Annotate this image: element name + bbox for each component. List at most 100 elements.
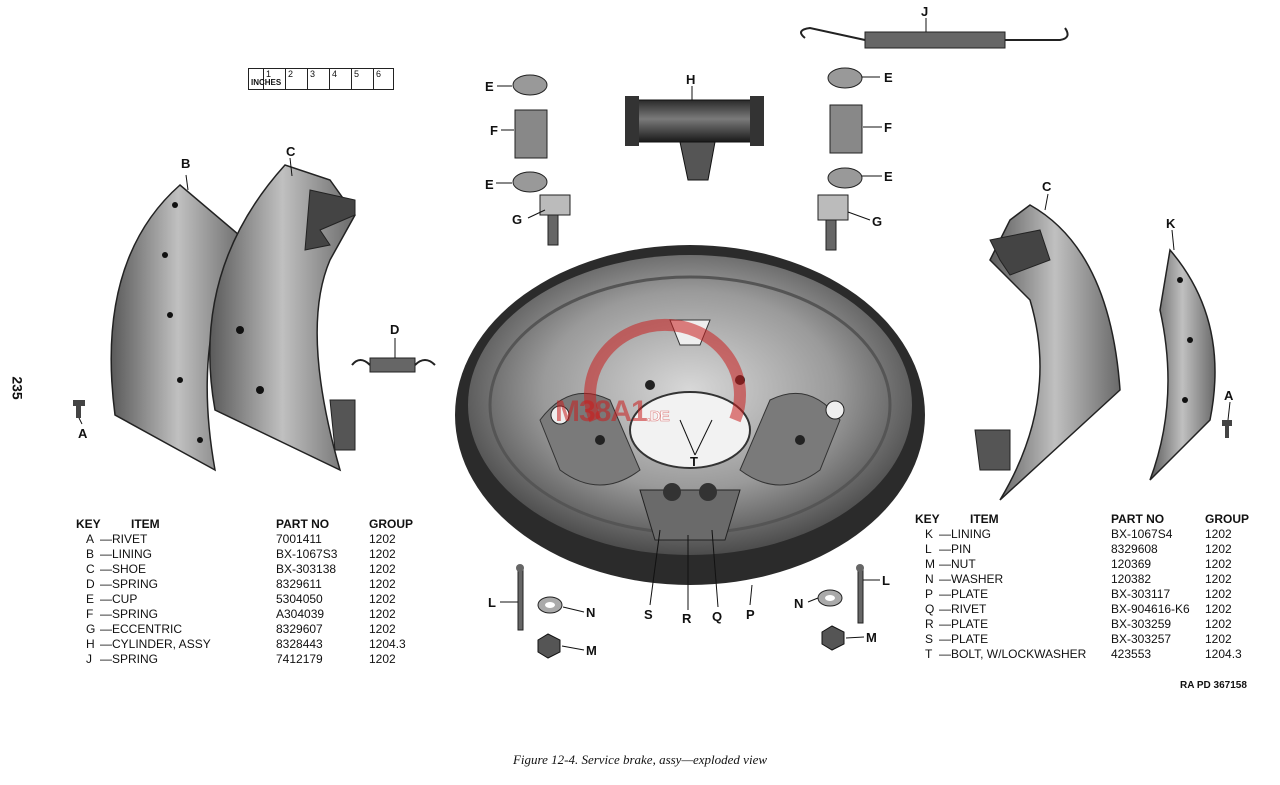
callout-s: S xyxy=(644,607,653,622)
callout-c-right: C xyxy=(1042,179,1052,194)
cell-key: T xyxy=(925,647,933,661)
ruler-tick-5: 5 xyxy=(351,69,359,89)
cell-part-no: BX-904616-K6 xyxy=(1111,602,1190,616)
spring-j xyxy=(800,26,1069,49)
cell-key: E xyxy=(86,592,95,606)
table-row: G —ECCENTRIC 8329607 1202 xyxy=(76,622,436,637)
callout-c-left: C xyxy=(286,144,296,159)
parts-table-left: KEY ITEM PART NO GROUP A —RIVET 7001411 120… xyxy=(76,517,436,667)
watermark-ring xyxy=(584,318,746,423)
nut-m-right xyxy=(821,625,845,651)
callout-e-left-bottom: E xyxy=(485,177,494,192)
cell-group: 1202 xyxy=(369,547,396,561)
callout-e-right-top: E xyxy=(884,70,893,85)
lining-k xyxy=(1149,248,1216,481)
cell-key: M xyxy=(925,557,935,571)
cell-item: —SPRING xyxy=(100,652,159,666)
cell-item: —LINING xyxy=(100,547,153,561)
cell-part-no: 120369 xyxy=(1111,557,1152,571)
cell-group: 1202 xyxy=(1205,632,1232,646)
callout-f-right: F xyxy=(884,120,892,135)
callout-l-left: L xyxy=(488,595,496,610)
cell-key: L xyxy=(925,542,932,556)
table-row: A —RIVET 7001411 1202 xyxy=(76,532,436,547)
cell-part-no: A304039 xyxy=(276,607,325,621)
cell-part-no: 7001411 xyxy=(276,532,322,546)
cell-group: 1202 xyxy=(1205,527,1232,541)
rivet-a-left xyxy=(73,400,85,418)
cell-item: —PLATE xyxy=(939,587,989,601)
header-part-no: PART NO xyxy=(276,517,330,531)
callout-d: D xyxy=(390,322,399,337)
rivet-a-right xyxy=(1222,420,1232,438)
cell-item: —CYLINDER, ASSY xyxy=(100,637,211,651)
table-row: H —CYLINDER, ASSY 8328443 1204.3 xyxy=(76,637,436,652)
cell-group: 1204.3 xyxy=(369,637,406,651)
ruler-tick-1: 1 xyxy=(263,69,271,89)
cell-key: H xyxy=(86,637,95,651)
cell-item: —WASHER xyxy=(939,572,1004,586)
cell-key: G xyxy=(86,622,96,636)
callout-p: P xyxy=(746,607,755,622)
watermark-suffix: .DE xyxy=(646,408,670,426)
cell-part-no: 8329607 xyxy=(276,622,323,636)
cell-part-no: BX-1067S4 xyxy=(1111,527,1173,541)
cell-item: —CUP xyxy=(100,592,138,606)
cell-part-no: 423553 xyxy=(1111,647,1152,661)
cell-part-no: 7412179 xyxy=(276,652,323,666)
callout-b: B xyxy=(181,156,190,171)
cell-group: 1202 xyxy=(1205,542,1232,556)
cell-group: 1202 xyxy=(369,532,396,546)
reference-number: RA PD 367158 xyxy=(1180,680,1247,691)
cell-key: A xyxy=(86,532,95,546)
cell-part-no: BX-303257 xyxy=(1111,632,1172,646)
washer-n-right xyxy=(817,589,843,607)
nut-m-left xyxy=(537,633,561,659)
cell-part-no: 8329611 xyxy=(276,577,322,591)
callout-e-left-top: E xyxy=(485,79,494,94)
cell-item: —RIVET xyxy=(100,532,148,546)
cell-item: —SHOE xyxy=(100,562,147,576)
table-header: KEY ITEM PART NO GROUP xyxy=(76,517,436,532)
callout-m-right: M xyxy=(866,630,877,645)
cell-item: —SPRING xyxy=(100,577,159,591)
backing-plate xyxy=(455,245,925,585)
shoe-c-right xyxy=(974,204,1121,501)
header-key: KEY xyxy=(915,512,940,526)
cell-group: 1202 xyxy=(1205,587,1232,601)
table-header: KEY ITEM PART NO GROUP xyxy=(915,512,1275,527)
cell-part-no: 8328443 xyxy=(276,637,323,651)
cell-item: —RIVET xyxy=(939,602,987,616)
cell-group: 1202 xyxy=(369,622,396,636)
cell-item: —PIN xyxy=(939,542,972,556)
ruler-tick-3: 3 xyxy=(307,69,315,89)
pin-l-left xyxy=(516,564,524,631)
ruler-unit-label: INCHES xyxy=(251,78,282,87)
cell-group: 1202 xyxy=(1205,617,1232,631)
callout-q: Q xyxy=(712,609,722,624)
figure-caption: Figure 12-4. Service brake, assy—explode… xyxy=(512,752,768,767)
cell-group: 1202 xyxy=(369,652,396,666)
callout-j: J xyxy=(921,4,928,19)
header-part-no: PART NO xyxy=(1111,512,1165,526)
cell-key: Q xyxy=(925,602,935,616)
cell-item: —ECCENTRIC xyxy=(100,622,183,636)
cell-group: 1202 xyxy=(369,577,396,591)
cell-key: D xyxy=(86,577,95,591)
cell-key: R xyxy=(925,617,934,631)
callout-r: R xyxy=(682,611,692,626)
leader-lines xyxy=(78,18,1231,651)
